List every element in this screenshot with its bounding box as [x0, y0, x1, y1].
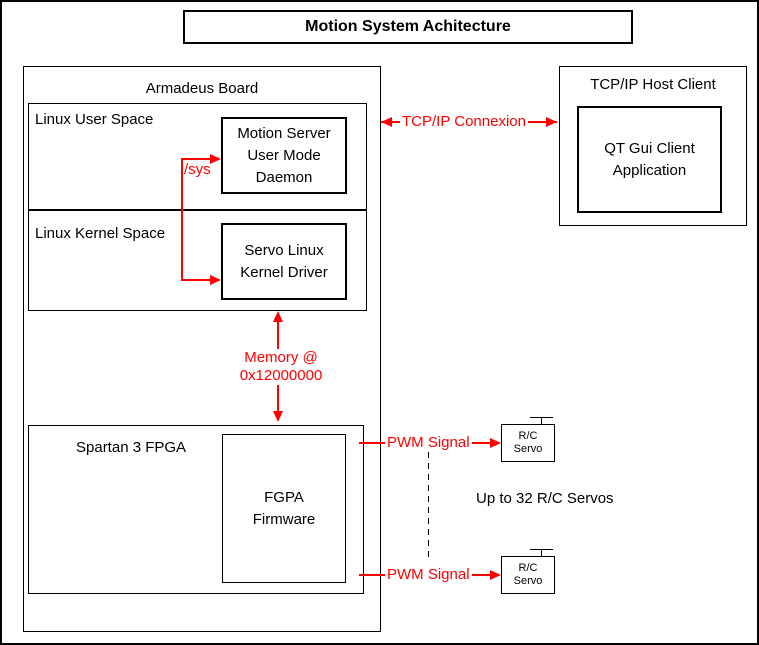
servo1-line-2: Servo — [513, 443, 543, 455]
fpga-firmware-box: FGPA Firmware — [222, 434, 346, 583]
servo1-antenna-stem-icon — [541, 417, 542, 424]
servo1-line-1: R/C — [518, 430, 538, 442]
qt-app-line-1: QT Gui Client — [604, 139, 695, 157]
daemon-line-2: User Mode — [247, 146, 321, 164]
qt-app-line-2: Application — [612, 161, 687, 179]
memory-arrowhead-down-icon — [273, 411, 283, 422]
pwm1-arrowhead-icon — [490, 438, 501, 448]
servo-kernel-driver-box: Servo Linux Kernel Driver — [221, 223, 347, 300]
memory-address-label: Memory @ 0x12000000 — [227, 349, 335, 385]
motion-server-daemon-box: Motion Server User Mode Daemon — [221, 117, 347, 194]
tcpip-arrowhead-left-icon — [381, 117, 392, 127]
daemon-line-1: Motion Server — [237, 124, 331, 142]
memory-arrowhead-up-icon — [273, 311, 283, 322]
sys-arrowhead-top-icon — [210, 154, 221, 164]
pwm2-arrowhead-icon — [490, 570, 501, 580]
memory-label-line-1: Memory @ — [244, 349, 318, 366]
linux-kernel-space-label: Linux Kernel Space — [35, 225, 166, 242]
servo2-line-1: R/C — [518, 562, 538, 574]
driver-line-2: Kernel Driver — [240, 263, 328, 281]
tcpip-connexion-label: TCP/IP Connexion — [400, 113, 528, 130]
pwm2-signal-label: PWM Signal — [385, 566, 472, 583]
memory-label-line-2: 0x12000000 — [239, 367, 323, 384]
page-title: Motion System Achitecture — [305, 18, 511, 35]
title-box: Motion System Achitecture — [183, 10, 633, 44]
sys-connector-top-line — [181, 158, 211, 160]
servo-range-dashed-line — [428, 452, 429, 557]
servo-count-note: Up to 32 R/C Servos — [476, 490, 614, 507]
driver-line-1: Servo Linux — [244, 241, 324, 259]
spartan-fpga-label: Spartan 3 FPGA — [76, 439, 187, 456]
servo2-line-2: Servo — [513, 575, 543, 587]
firmware-line-2: Firmware — [252, 510, 316, 528]
qt-gui-client-box: QT Gui Client Application — [577, 106, 722, 213]
rc-servo2-box: R/C Servo — [501, 556, 555, 594]
firmware-line-1: FGPA — [264, 488, 304, 506]
tcpip-arrowhead-right-icon — [546, 117, 557, 127]
rc-servo1-box: R/C Servo — [501, 424, 555, 462]
daemon-line-3: Daemon — [255, 168, 313, 186]
tcpip-host-client-label: TCP/IP Host Client — [590, 76, 716, 93]
sys-connector-vline — [181, 158, 183, 281]
sys-connector-bottom-line — [181, 279, 211, 281]
linux-user-space-label: Linux User Space — [35, 111, 154, 128]
servo2-antenna-stem-icon — [541, 549, 542, 556]
armadeus-board-label: Armadeus Board — [145, 80, 259, 97]
sys-arrowhead-bottom-icon — [210, 275, 221, 285]
sys-label: /sys — [184, 161, 211, 178]
pwm1-signal-label: PWM Signal — [385, 434, 472, 451]
